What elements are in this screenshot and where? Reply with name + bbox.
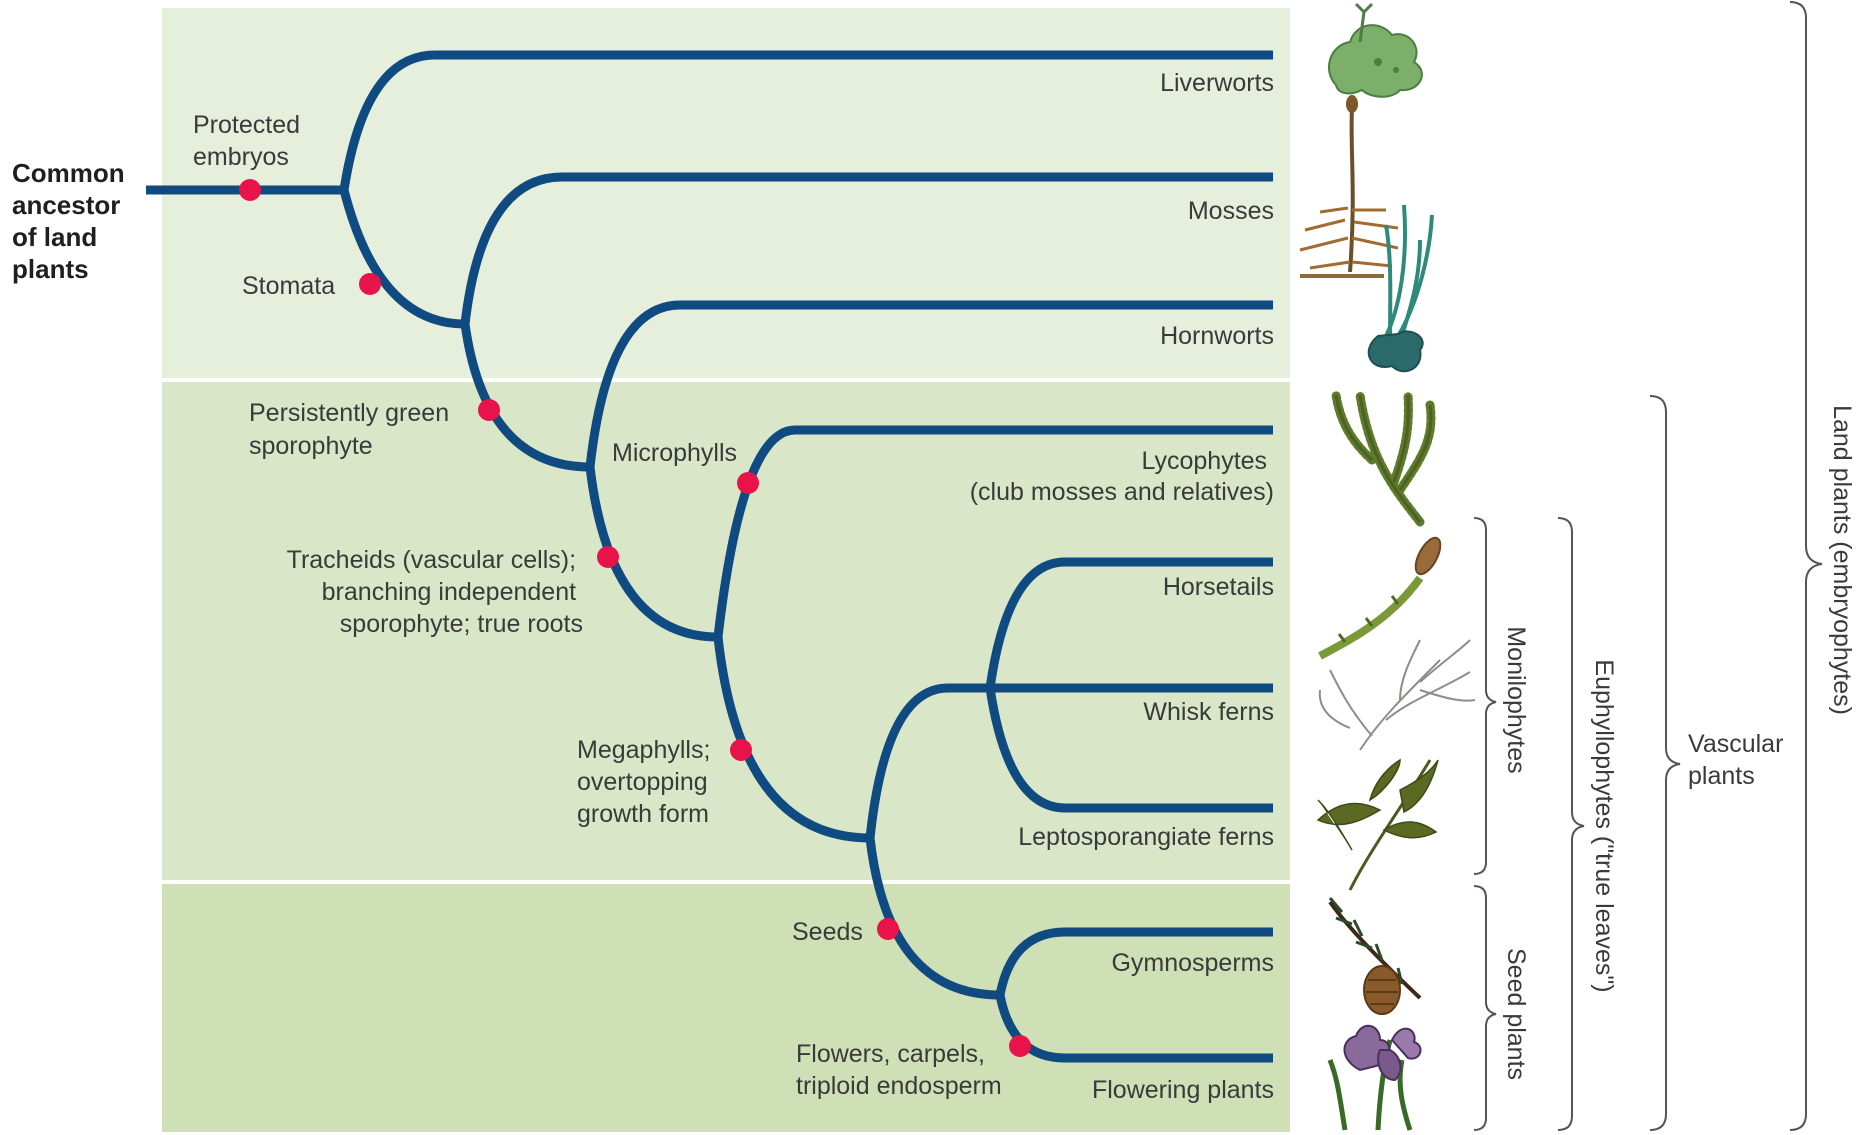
whisk-fern-icon xyxy=(1320,640,1475,750)
taxon-label-mosses: Mosses xyxy=(1188,197,1274,225)
root-label: Common ancestor of land plants xyxy=(12,158,132,284)
vascular-plants-bracket xyxy=(1650,396,1680,1130)
taxon-label-hornworts: Hornworts xyxy=(1160,322,1274,350)
seed-plants-bracket xyxy=(1474,886,1496,1130)
dot-tracheids xyxy=(597,546,619,568)
liverwort-icon xyxy=(1329,4,1422,97)
euphyllophytes-bracket xyxy=(1558,518,1584,1130)
taxon-label-flowering-plants: Flowering plants xyxy=(1092,1076,1274,1104)
vascular-plants-label: Vascular plants xyxy=(1688,730,1790,790)
dot-megaphylls xyxy=(730,739,752,761)
dot-flowers xyxy=(1009,1035,1031,1057)
horsetail-icon xyxy=(1320,534,1445,656)
taxon-label-horsetails: Horsetails xyxy=(1163,573,1274,601)
land-plants-label: Land plants (embryophytes) xyxy=(1828,405,1856,715)
monilophytes-bracket xyxy=(1474,518,1496,874)
pine-cone-icon xyxy=(1330,898,1420,1014)
hornwort-icon xyxy=(1369,205,1432,371)
dot-persistently-green-sporophyte xyxy=(478,399,500,421)
taxon-label-leptosporangiate-ferns: Leptosporangiate ferns xyxy=(1018,823,1274,851)
dot-microphylls xyxy=(737,472,759,494)
trait-label-seeds: Seeds xyxy=(792,918,863,946)
dot-protected-embryos xyxy=(239,179,261,201)
dot-seeds xyxy=(877,918,899,940)
trait-label-stomata: Stomata xyxy=(242,272,335,300)
trait-label-megaphylls: Megaphylls; overtopping growth form xyxy=(577,736,717,828)
trait-label-microphylls: Microphylls xyxy=(612,439,737,467)
land-plants-bracket xyxy=(1790,2,1822,1130)
taxon-label-whisk-ferns: Whisk ferns xyxy=(1143,698,1274,726)
iris-flower-icon xyxy=(1330,1026,1421,1130)
seed-plants-label: Seed plants xyxy=(1502,948,1530,1080)
euphyllophytes-label: Euphyllophytes ("true leaves") xyxy=(1590,659,1618,992)
fern-icon xyxy=(1318,760,1438,890)
club-moss-icon xyxy=(1336,395,1431,522)
dot-stomata xyxy=(359,273,381,295)
taxon-label-liverworts: Liverworts xyxy=(1160,69,1274,97)
monilophytes-label: Monilophytes xyxy=(1502,626,1530,773)
taxon-label-gymnosperms: Gymnosperms xyxy=(1111,949,1274,977)
moss-icon xyxy=(1300,95,1398,276)
